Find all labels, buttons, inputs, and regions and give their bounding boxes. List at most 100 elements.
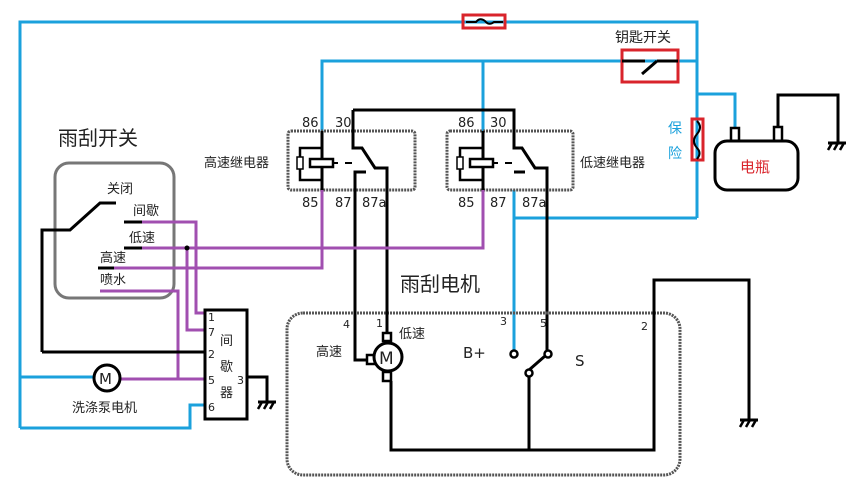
main-fuse <box>461 13 507 30</box>
position-high[interactable]: 高速 <box>100 250 126 266</box>
high-speed-label: 高速 <box>316 344 342 360</box>
motor-terminal <box>381 331 393 343</box>
spray-signal-wire <box>100 289 205 381</box>
battery-fuse: 保 险 <box>668 117 705 162</box>
pin-6: 6 <box>208 401 215 414</box>
pin-3: 3 <box>500 315 507 328</box>
washer-pump-motor: M 洗涤泵电机 <box>72 363 137 416</box>
high-signal-wire <box>114 190 324 270</box>
pin-5: 5 <box>540 317 547 330</box>
switch-blade[interactable] <box>40 201 116 352</box>
pin-87a: 87a <box>362 196 387 211</box>
key-switch-blade <box>641 59 658 76</box>
pin-5: 5 <box>208 374 215 387</box>
s-label: S <box>575 352 585 370</box>
high-speed-wire <box>353 270 367 362</box>
pin-85: 85 <box>458 196 475 211</box>
wiper-motor-title: 雨刮电机 <box>400 272 480 296</box>
battery-label: 电瓶 <box>740 158 770 176</box>
washer-motor-label: 洗涤泵电机 <box>72 401 137 416</box>
resistor-icon <box>296 156 304 170</box>
motor-icon <box>92 363 122 393</box>
label-char: 器 <box>220 386 233 401</box>
battery-negative-terminal <box>772 125 784 143</box>
pin-30: 30 <box>490 116 507 131</box>
fuse-label-2: 险 <box>668 146 682 162</box>
pin-1: 1 <box>376 317 383 330</box>
s-contact <box>543 349 553 359</box>
fuse-label-1: 保 <box>668 121 682 137</box>
wiper-motor: 雨刮电机 M 4 1 低速 高速 3 5 2 B+ S <box>285 270 758 477</box>
position-low[interactable]: 低速 <box>129 231 155 246</box>
high-speed-relay: 86 30 85 87 87a 高速继电器 <box>204 110 417 270</box>
ground-icon <box>256 400 276 410</box>
position-spray[interactable]: 喷水 <box>100 273 126 288</box>
relay-label: 低速继电器 <box>580 156 645 171</box>
relay-30-link-wire <box>353 108 516 131</box>
pin-1: 1 <box>208 311 215 324</box>
battery-ground-wire <box>776 93 840 143</box>
pin-4: 4 <box>343 318 350 331</box>
pin-30: 30 <box>335 116 352 131</box>
wiper-motor-housing <box>285 311 682 477</box>
motor-terminal <box>381 370 393 383</box>
motor-symbol: M <box>379 349 394 369</box>
pin-87a: 87a <box>522 196 547 211</box>
signal-wires <box>100 190 485 381</box>
battery-positive-terminal <box>729 126 741 143</box>
motor-ground-wire <box>389 278 751 452</box>
pin-3: 3 <box>237 374 244 387</box>
battery: 电瓶 <box>713 93 846 192</box>
key-switch[interactable]: 钥匙开关 <box>615 30 680 84</box>
label-char: 间 <box>220 334 233 349</box>
fuse-icon <box>466 18 503 25</box>
fuse-box <box>461 13 507 30</box>
pin-7: 7 <box>208 326 215 339</box>
relay-label: 高速继电器 <box>204 155 269 171</box>
motor-icon <box>372 341 404 373</box>
intermittent-ground-wire <box>247 375 269 402</box>
fuse-box <box>690 117 705 162</box>
relay-switch-87a <box>512 131 549 355</box>
pin-87: 87 <box>335 196 352 211</box>
ground-icon <box>826 141 846 151</box>
position-intermittent[interactable]: 间歇 <box>133 204 159 219</box>
intermittent-pin6-wire <box>20 403 205 430</box>
wiper-switch-title: 雨刮开关 <box>58 126 138 150</box>
low-speed-label: 低速 <box>399 327 425 342</box>
key-switch-box <box>620 48 680 84</box>
wiper-switch: 雨刮开关 关闭 间歇 低速 高速 喷水 <box>40 126 176 352</box>
bplus-label: B+ <box>463 344 486 362</box>
pin-87: 87 <box>490 196 507 211</box>
pin-86: 86 <box>458 116 475 131</box>
intermittent-housing <box>203 308 249 421</box>
main-power-wire <box>18 20 699 428</box>
relay-housing <box>445 129 575 192</box>
ground-icon <box>738 418 758 428</box>
relay-switch-87a <box>351 110 389 270</box>
battery-feed-wire <box>697 92 737 128</box>
pin-85: 85 <box>302 196 319 211</box>
bplus-contact <box>509 349 519 359</box>
key-switch-label: 钥匙开关 <box>615 30 671 46</box>
pin-2: 2 <box>641 320 648 333</box>
junction-dot <box>184 245 190 251</box>
key-switch-wire <box>320 59 697 131</box>
pin-2: 2 <box>208 348 215 361</box>
coil-icon <box>468 157 495 169</box>
coil-icon <box>308 157 335 169</box>
label-char: 歇 <box>220 360 233 375</box>
position-off[interactable]: 关闭 <box>107 182 133 197</box>
relay-87-lead <box>353 170 366 270</box>
pin-86: 86 <box>302 116 319 131</box>
battery-body <box>713 139 800 192</box>
park-switch-blade <box>528 354 546 372</box>
fuse-icon <box>693 120 701 160</box>
motor-symbol: M <box>99 370 112 388</box>
resistor-icon <box>456 156 464 170</box>
park-switch-pivot <box>524 368 534 378</box>
low-signal-wire <box>142 190 485 250</box>
low-to-intermittent-7 <box>185 248 205 332</box>
intermittent-relay: 1 7 2 5 6 3 间 歇 器 <box>203 308 276 421</box>
